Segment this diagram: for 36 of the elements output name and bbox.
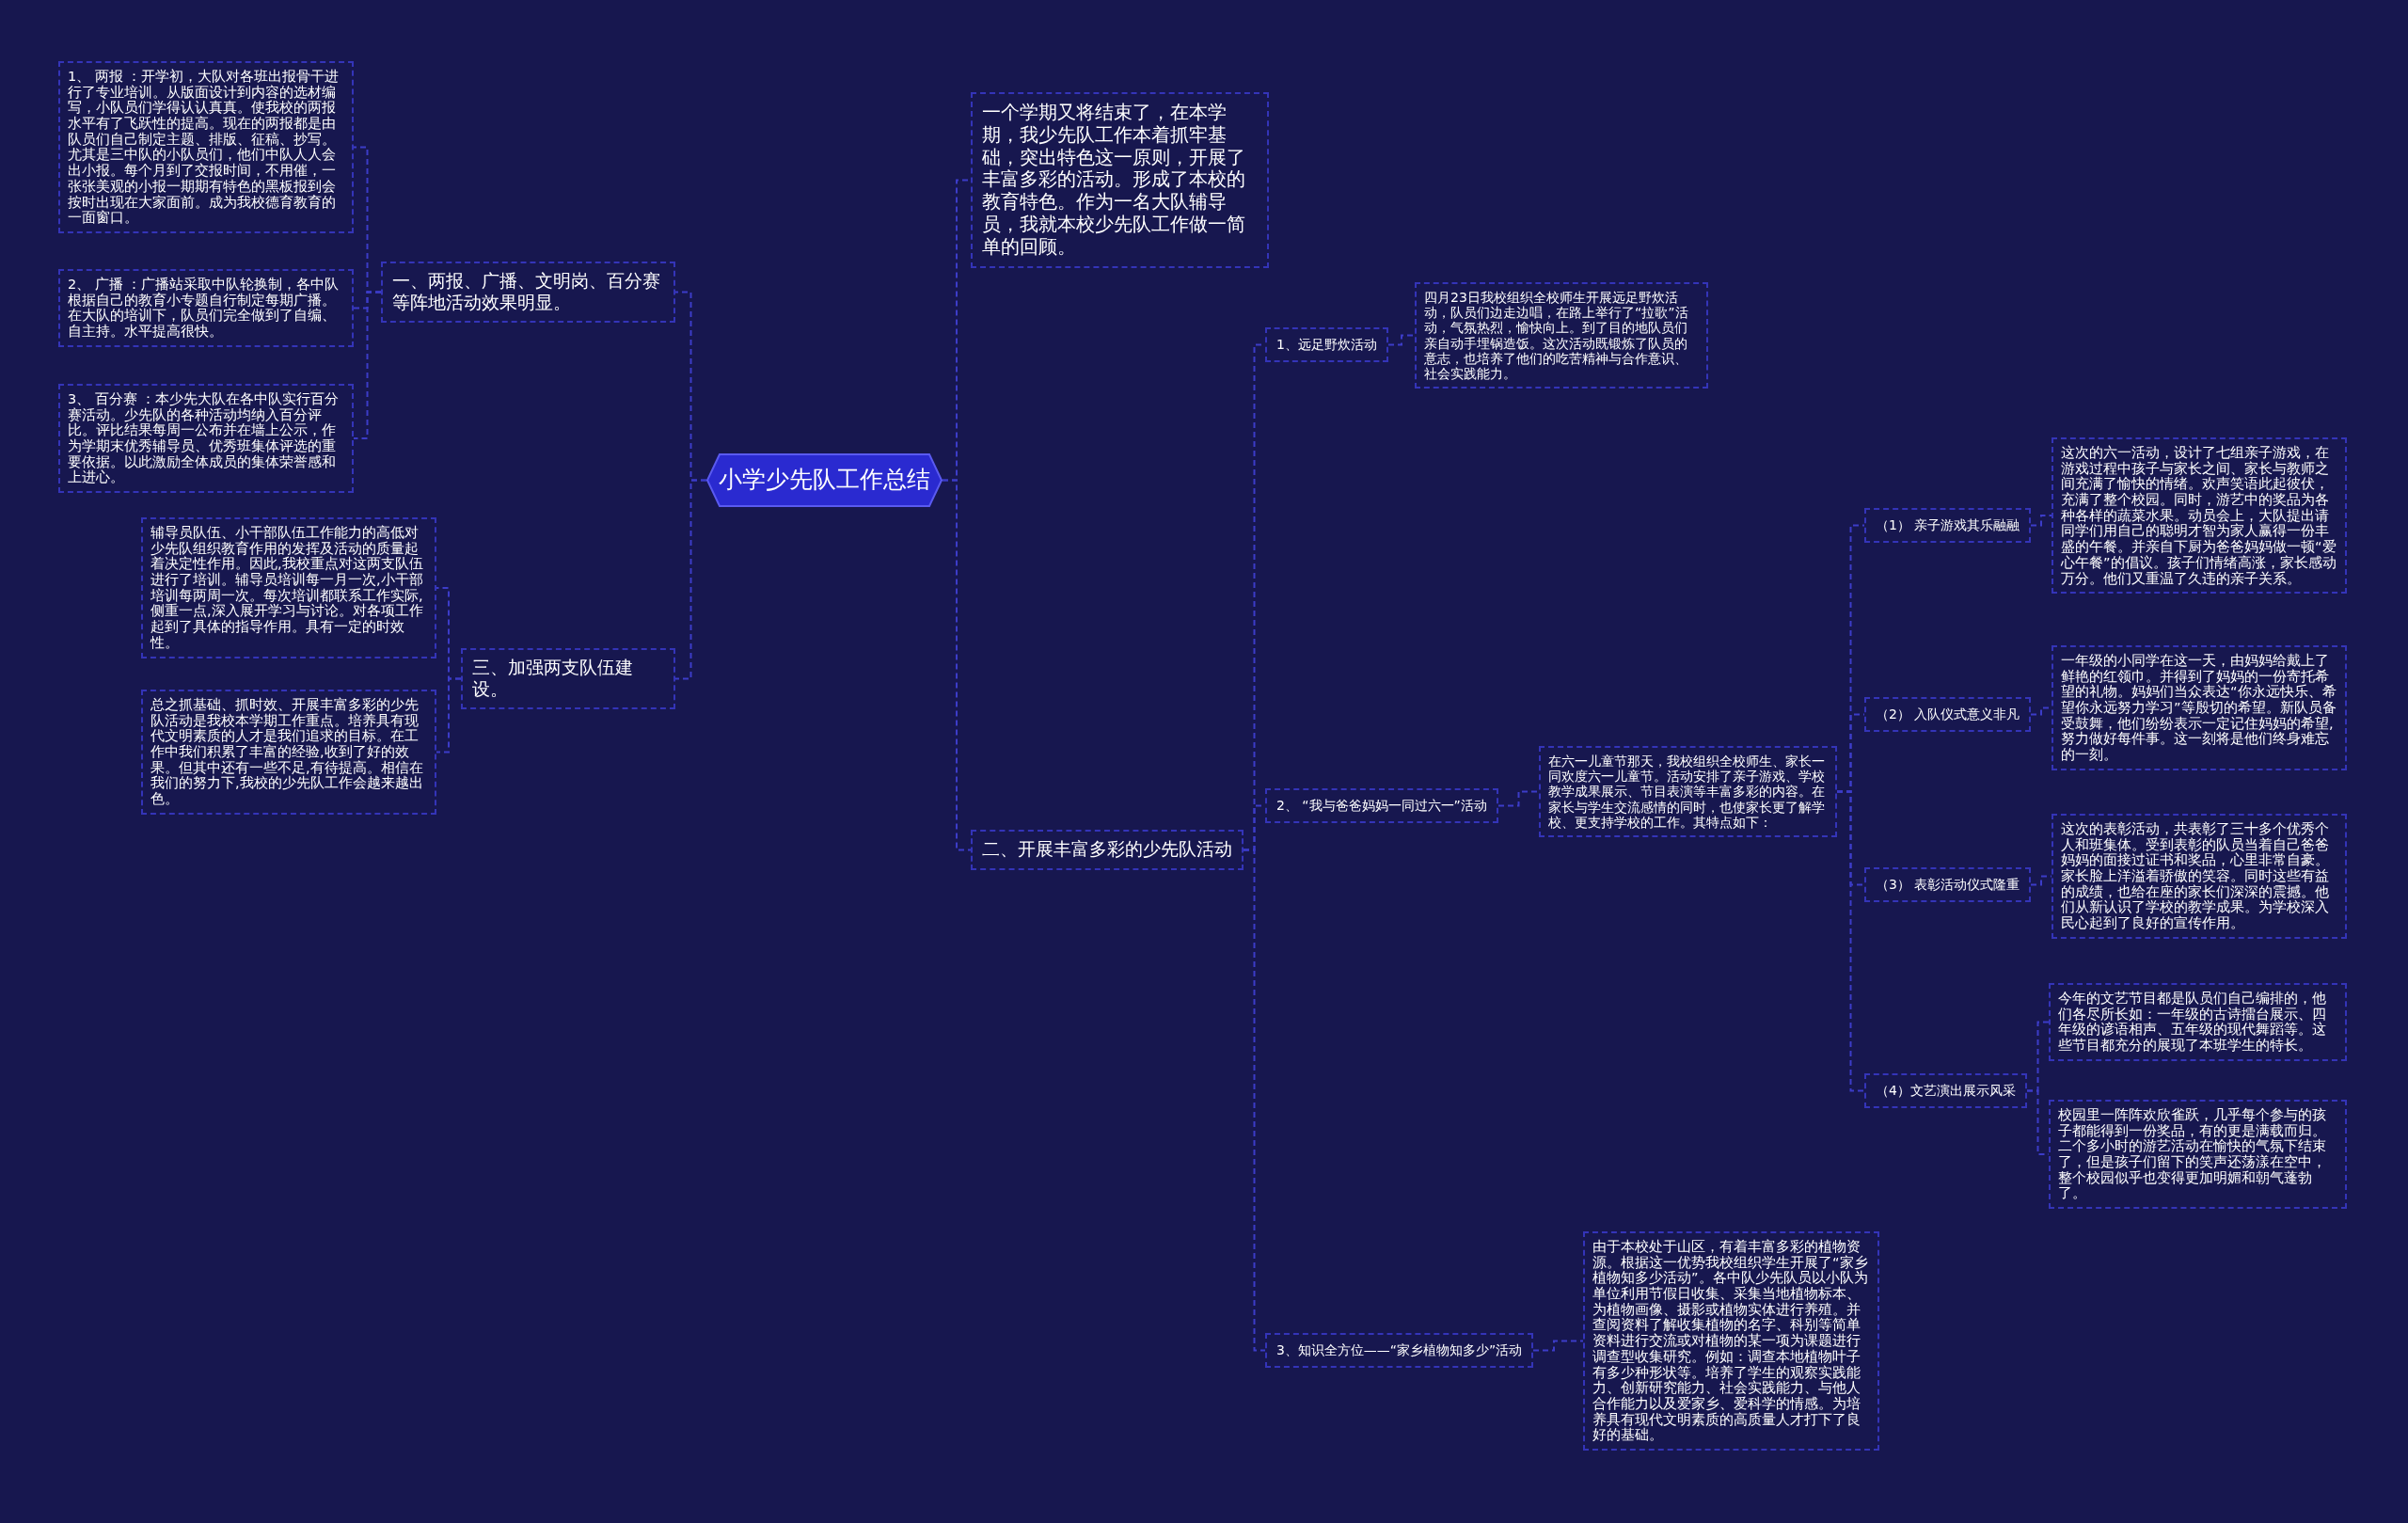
topic-hexagon: 小学少先队工作总结 xyxy=(706,453,943,507)
connector-line xyxy=(1387,334,1416,346)
note-card: 辅导员队伍、小干部队伍工作能力的高低对少先队组织教育作用的发挥及活动的质量起着决定性作用。因此,我校重点对这两支队伍进行了培训。辅导员培训每一月一次,小干部培训每两周一次。每次培训都联系工作实际,侧重一点,深入展开学习与讨论。对各项工作起到了具体的指导作用。具有一定的时效性。 xyxy=(141,517,436,658)
note-card: 总之抓基础、抓时效、开展丰富多彩的少先队活动是我校本学期工作重点。培养具有现代文明素质的人才是我们追求的目标。在工作中我们积累了丰富的经验,收到了好的效果。但其中还有一些不足,有待提高。相信在我们的努力下,我校的少先队工作会越来越出色。 xyxy=(141,690,436,815)
connector-line xyxy=(1532,1340,1584,1352)
note-card: 2、 广播 ：广播站采取中队轮换制，各中队根据自己的教育小专题自行制定每期广播。在大队的培训下，队员们完全做到了自编、自主持。水平提高很快。 xyxy=(58,269,354,347)
connector-line xyxy=(2030,515,2052,527)
topic-box: 二、开展丰富多彩的少先队活动 xyxy=(971,830,1244,870)
note-card: 这次的六一活动，设计了七组亲子游戏，在游戏过程中孩子与家长之间、家长与教师之间充满了愉快的情绪。欢声笑语此起彼伏，充满了整个校园。同时，游艺中的奖品为各种各样的蔬菜水果。动员会上，大队提出请同学们用自己的聪明才智为家人赢得一份丰盛的午餐。并亲自下厨为爸爸妈妈做一顿“爱心午餐”的倡议。孩子们情绪高涨，家长感动万分。他们又重温了久违的亲子关系。 xyxy=(2052,437,2347,595)
note-card: 今年的文艺节目都是队员们自己编排的，他们各尽所长如：一年级的古诗擂台展示、四年级的谚语相声、五年级的现代舞蹈等。这些节目都充分的展现了本班学生的特长。 xyxy=(2049,983,2347,1061)
note-card: 一年级的小同学在这一天，由妈妈给戴上了鲜艳的红领巾。并得到了妈妈的一份寄托希望的礼物。妈妈们当众表达“你永远快乐、希望你永远努力学习”等殷切的希望。新队员备受鼓舞，他们纷纷表示一定记住妈妈的希望,努力做好每件事。这一刻将是他们终身难忘的一刻。 xyxy=(2052,645,2347,770)
subtopic-box: 1、远足野炊活动 xyxy=(1265,327,1388,362)
connector-line xyxy=(1497,790,1540,807)
connector-line xyxy=(942,479,972,851)
connector-line xyxy=(436,677,462,754)
connector-line xyxy=(2030,875,2052,886)
subtopic-box: （4）文艺演出展示风采 xyxy=(1864,1073,2027,1108)
subtopic-box: （1） 亲子游戏其乐融融 xyxy=(1864,508,2032,543)
note-card: 1、 两报 ：开学初，大队对各班出报骨干进行了专业培训。从版面设计到内容的选材编写，小队员们学得认认真真。使我校的两报水平有了飞跃性的提高。现在的两报都是由队员们自己制定主题、排版、征稿、抄写。尤其是三中队的小队员们，他们中队人人会出小报。每个月到了交报时间，不用催，一张张美观的小报一期期有特色的黑板报到会按时出现在大家面前。成为我校德育教育的一面窗口。 xyxy=(58,61,354,233)
topic-box: 一个学期又将结束了，在本学期，我少先队工作本着抓牢基础，突出特色这一原则，开展了丰富多彩的活动。形成了本校的教育特色。作为一名大队辅导员，我就本校少先队工作做一简单的回顾。 xyxy=(971,92,1269,268)
note-card: 校园里一阵阵欢欣雀跃，几乎每个参与的孩子都能得到一份奖品，有的更是满载而归。二个多小时的游艺活动在愉快的气氛下结束了，但是孩子们留下的笑声还荡漾在空中，整个校园似乎也变得更加明媚和朝气蓬勃了。 xyxy=(2049,1100,2347,1210)
connector-line xyxy=(1836,790,1865,1092)
note-card: 3、 百分赛 ：本少先大队在各中队实行百分赛活动。少先队的各种活动均纳入百分评比。评比结果每周一公布并在墙上公示，作为学期末优秀辅导员、优秀班集体评选的重要依据。以此激励全体成员的集体荣誉感和上进心。 xyxy=(58,384,354,494)
note-card: 四月23日我校组织全校师生开展远足野炊活动，队员们边走边唱，在路上举行了“拉歌”活动，气氛热烈，愉快向上。到了目的地队员们亲自动手埋锅造饭。这次活动既锻炼了队员的意志，也培养了他们的吃苦精神与合作意识、社会实践能力。 xyxy=(1415,282,1708,389)
subtopic-box: （2） 入队仪式意义非凡 xyxy=(1864,697,2032,732)
note-card: 由于本校处于山区，有着丰富多彩的植物资源。根据这一优势我校组织学生开展了“家乡植物知多少活动”。各中队少先队员以小队为单位利用节假日收集、采集当地植物标本、为植物画像、摄影或植物实体进行养殖。并查阅资料了解收集植物的名字、科别等简单资料进行交流或对植物的某一项为课题进行调查型收集研究。例如：调查本地植物叶子有多少种形状等。培养了学生的观察实践能力、创新研究能力、社会实践能力、与他人合作能力以及爱家乡、爱科学的情感。为培养具有现代文明素质的高质量人才打下了良好的基础。 xyxy=(1583,1231,1879,1451)
note-card: 3、知识全方位——“家乡植物知多少”活动 xyxy=(1265,1333,1534,1368)
connector-line xyxy=(1243,849,1266,1352)
connector-line xyxy=(353,291,382,439)
note-card: 在六一儿童节那天，我校组织全校师生、家长一同欢度六一儿童节。活动安排了亲子游戏、学校教学成果展示、节目表演等丰富多彩的内容。在家长与学生交流感情的同时，也使家长更了解学校、更支持学校的工作。其特点如下： xyxy=(1539,746,1837,837)
note-card: 这次的表彰活动，共表彰了三十多个优秀个人和班集体。受到表彰的队员当着自己爸爸妈妈的面接过证书和奖品，心里非常自豪。家长脸上洋溢着骄傲的笑容。同时这些有益的成绩，也给在座的家长们深深的震撼。他们从新认识了学校的教学成果。为学校深入民心起到了良好的宣传作用。 xyxy=(2052,814,2347,939)
topic-box: 一、两报、广播、文明岗、百分赛等阵地活动效果明显。 xyxy=(381,262,675,324)
subtopic-box: （3） 表彰活动仪式隆重 xyxy=(1864,867,2032,902)
topic-box: 三、加强两支队伍建设。 xyxy=(461,648,675,710)
subtopic-box: 2、 “我与爸爸妈妈一同过六一”活动 xyxy=(1265,788,1498,823)
connector-line xyxy=(674,479,707,680)
